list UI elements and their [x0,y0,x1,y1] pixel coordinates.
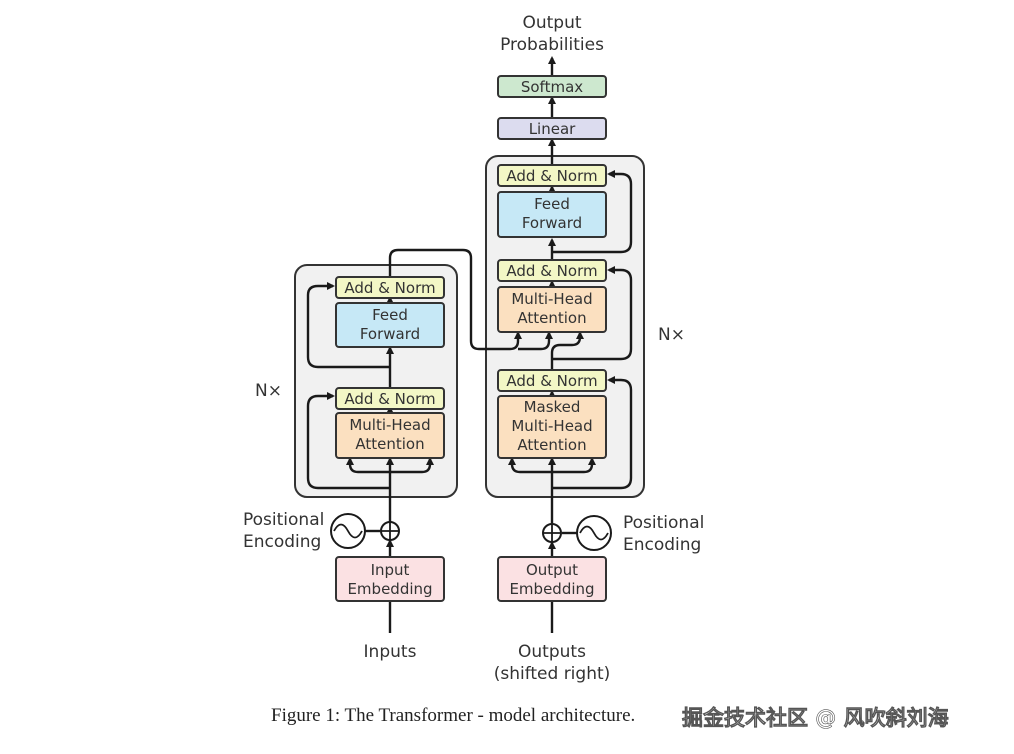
encoder-attention-label-1: Multi-Head [349,416,430,434]
softmax-label: Softmax [521,78,583,96]
shifted-right-label: (shifted right) [494,664,611,684]
encoder-attention-label-2: Attention [355,435,424,453]
encoder-feed-forward-label-2: Forward [360,325,420,343]
decoder-add-norm-middle: Add & Norm [497,259,607,282]
output-embedding: Output Embedding [497,556,607,602]
encoder-feed-forward: Feed Forward [335,302,445,348]
encoder-nx-label: N× [255,381,282,401]
decoder-attention-label-2: Attention [517,309,586,327]
watermark: 掘金技术社区 @ 风吹斜刘海 [682,706,949,730]
encoder-feed-forward-label-1: Feed [372,306,408,324]
encoder-multi-head-attention: Multi-Head Attention [335,412,445,459]
encoder-add-norm-top: Add & Norm [335,276,445,299]
decoder-masked-label-3: Attention [517,436,586,454]
decoder-plus-icon [542,523,562,543]
output-probabilities-label: Output Probabilities [500,13,604,55]
encoder-add-norm-top-label: Add & Norm [344,279,435,297]
output-embedding-label-2: Embedding [509,580,594,598]
encoder-encoding-label: Encoding [243,532,321,552]
decoder-add-norm-bottom: Add & Norm [497,369,607,392]
output-embedding-label-1: Output [526,561,578,579]
output-label-2: Probabilities [500,35,604,55]
decoder-masked-label-1: Masked [524,398,581,416]
decoder-masked-attention: Masked Multi-Head Attention [497,395,607,459]
decoder-feed-forward-label-2: Forward [522,214,582,232]
decoder-connections [508,56,633,633]
input-embedding-label-1: Input [371,561,410,579]
decoder-attention-label-1: Multi-Head [511,290,592,308]
decoder-encoding-label: Encoding [623,535,701,555]
decoder-multi-head-attention: Multi-Head Attention [497,286,607,333]
decoder-masked-label-2: Multi-Head [511,417,592,435]
input-embedding-label-2: Embedding [347,580,432,598]
linear-label: Linear [529,120,576,138]
decoder-add-norm-middle-label: Add & Norm [506,262,597,280]
output-label-1: Output [522,13,581,33]
decoder-feed-forward: Feed Forward [497,191,607,238]
decoder-add-norm-top-label: Add & Norm [506,167,597,185]
encoder-positional-label: Positional [243,510,324,530]
inputs-label: Inputs [364,642,417,662]
encoder-sine-wave-icon [330,513,366,549]
decoder-positional-label: Positional [623,513,704,533]
decoder-add-norm-bottom-label: Add & Norm [506,372,597,390]
decoder-add-norm-top: Add & Norm [497,164,607,187]
linear-box: Linear [497,117,607,140]
softmax-box: Softmax [497,75,607,98]
encoder-add-norm-bottom-label: Add & Norm [344,390,435,408]
figure-caption: Figure 1: The Transformer - model archit… [271,705,635,726]
encoder-plus-icon [380,521,400,541]
encoder-block [294,264,458,498]
decoder-sine-wave-icon [576,515,612,551]
input-embedding: Input Embedding [335,556,445,602]
decoder-feed-forward-label-1: Feed [534,195,570,213]
outputs-label: Outputs [518,642,586,662]
decoder-nx-label: N× [658,325,685,345]
encoder-add-norm-bottom: Add & Norm [335,387,445,410]
